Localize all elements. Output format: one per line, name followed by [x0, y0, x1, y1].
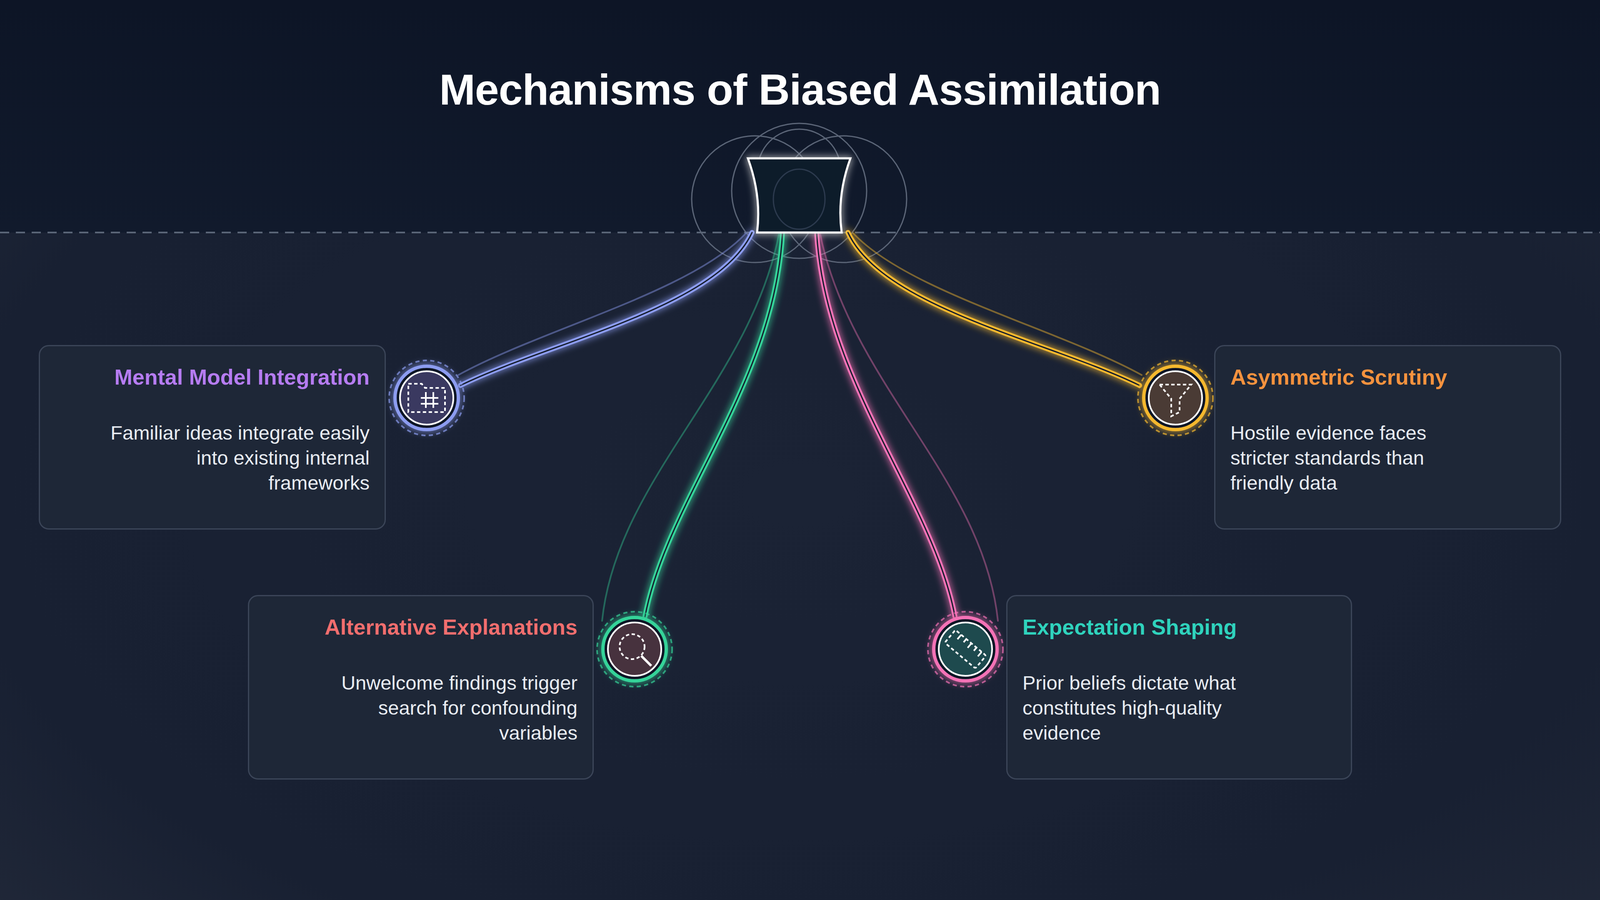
diagram-title: Mechanisms of Biased Assimilation — [0, 58, 1600, 121]
card-heading: Asymmetric Scrutiny — [1230, 362, 1545, 392]
wire — [847, 232, 1140, 386]
badge-core — [938, 622, 993, 676]
mechanism-card: Mental Model IntegrationFamiliar ideas i… — [38, 345, 386, 530]
card-body: Familiar ideas integrate easily into exi… — [102, 420, 370, 496]
icon-badge — [927, 611, 1003, 687]
cup-shape — [747, 158, 851, 233]
wire — [645, 232, 783, 617]
card-heading: Expectation Shaping — [1022, 612, 1336, 642]
badge-dashed-ring — [1137, 360, 1213, 436]
mechanism-card: Expectation ShapingPrior beliefs dictate… — [1006, 595, 1353, 780]
badge-dashed-ring — [927, 611, 1003, 687]
icon-badge — [389, 360, 465, 436]
card-body: Prior beliefs dictate what constitutes h… — [1022, 670, 1273, 746]
hub-cup — [747, 158, 851, 233]
wire — [816, 232, 955, 617]
wire-echo — [458, 233, 746, 375]
funnel-symbol — [1159, 384, 1192, 417]
grid-symbol — [408, 383, 445, 413]
badge-core — [607, 622, 662, 676]
card-body: Hostile evidence faces stricter standard… — [1230, 420, 1456, 496]
wire — [460, 232, 753, 386]
hub-cloud — [691, 123, 907, 263]
wire-core — [816, 232, 955, 617]
icon-badge — [1137, 360, 1213, 436]
badge-ring — [395, 366, 459, 430]
mechanism-card: Alternative ExplanationsUnwelcome findin… — [247, 595, 594, 780]
card-body: Unwelcome findings trigger search for co… — [306, 670, 578, 746]
card-heading: Alternative Explanations — [264, 612, 578, 642]
badge-dashed-ring — [597, 611, 673, 687]
badge-dashed-ring — [389, 360, 465, 436]
badge-ring — [602, 617, 667, 681]
wire-core — [645, 232, 783, 617]
badge-core — [1148, 371, 1203, 425]
badge-ring — [1143, 366, 1208, 430]
wire-echo — [602, 233, 780, 621]
wire-core — [460, 232, 753, 386]
card-heading: Mental Model Integration — [55, 362, 370, 392]
wires — [458, 232, 1142, 621]
icon-badge — [597, 611, 673, 687]
badge-ring — [933, 617, 998, 681]
cup-inner — [773, 169, 825, 230]
mechanism-card: Asymmetric ScrutinyHostile evidence face… — [1214, 345, 1562, 530]
magnifier-symbol — [619, 634, 652, 666]
badge-core — [400, 371, 454, 425]
top-band — [0, 0, 1600, 233]
wire-core — [847, 232, 1140, 386]
ruler-symbol — [944, 630, 986, 669]
wire-echo — [853, 233, 1142, 375]
